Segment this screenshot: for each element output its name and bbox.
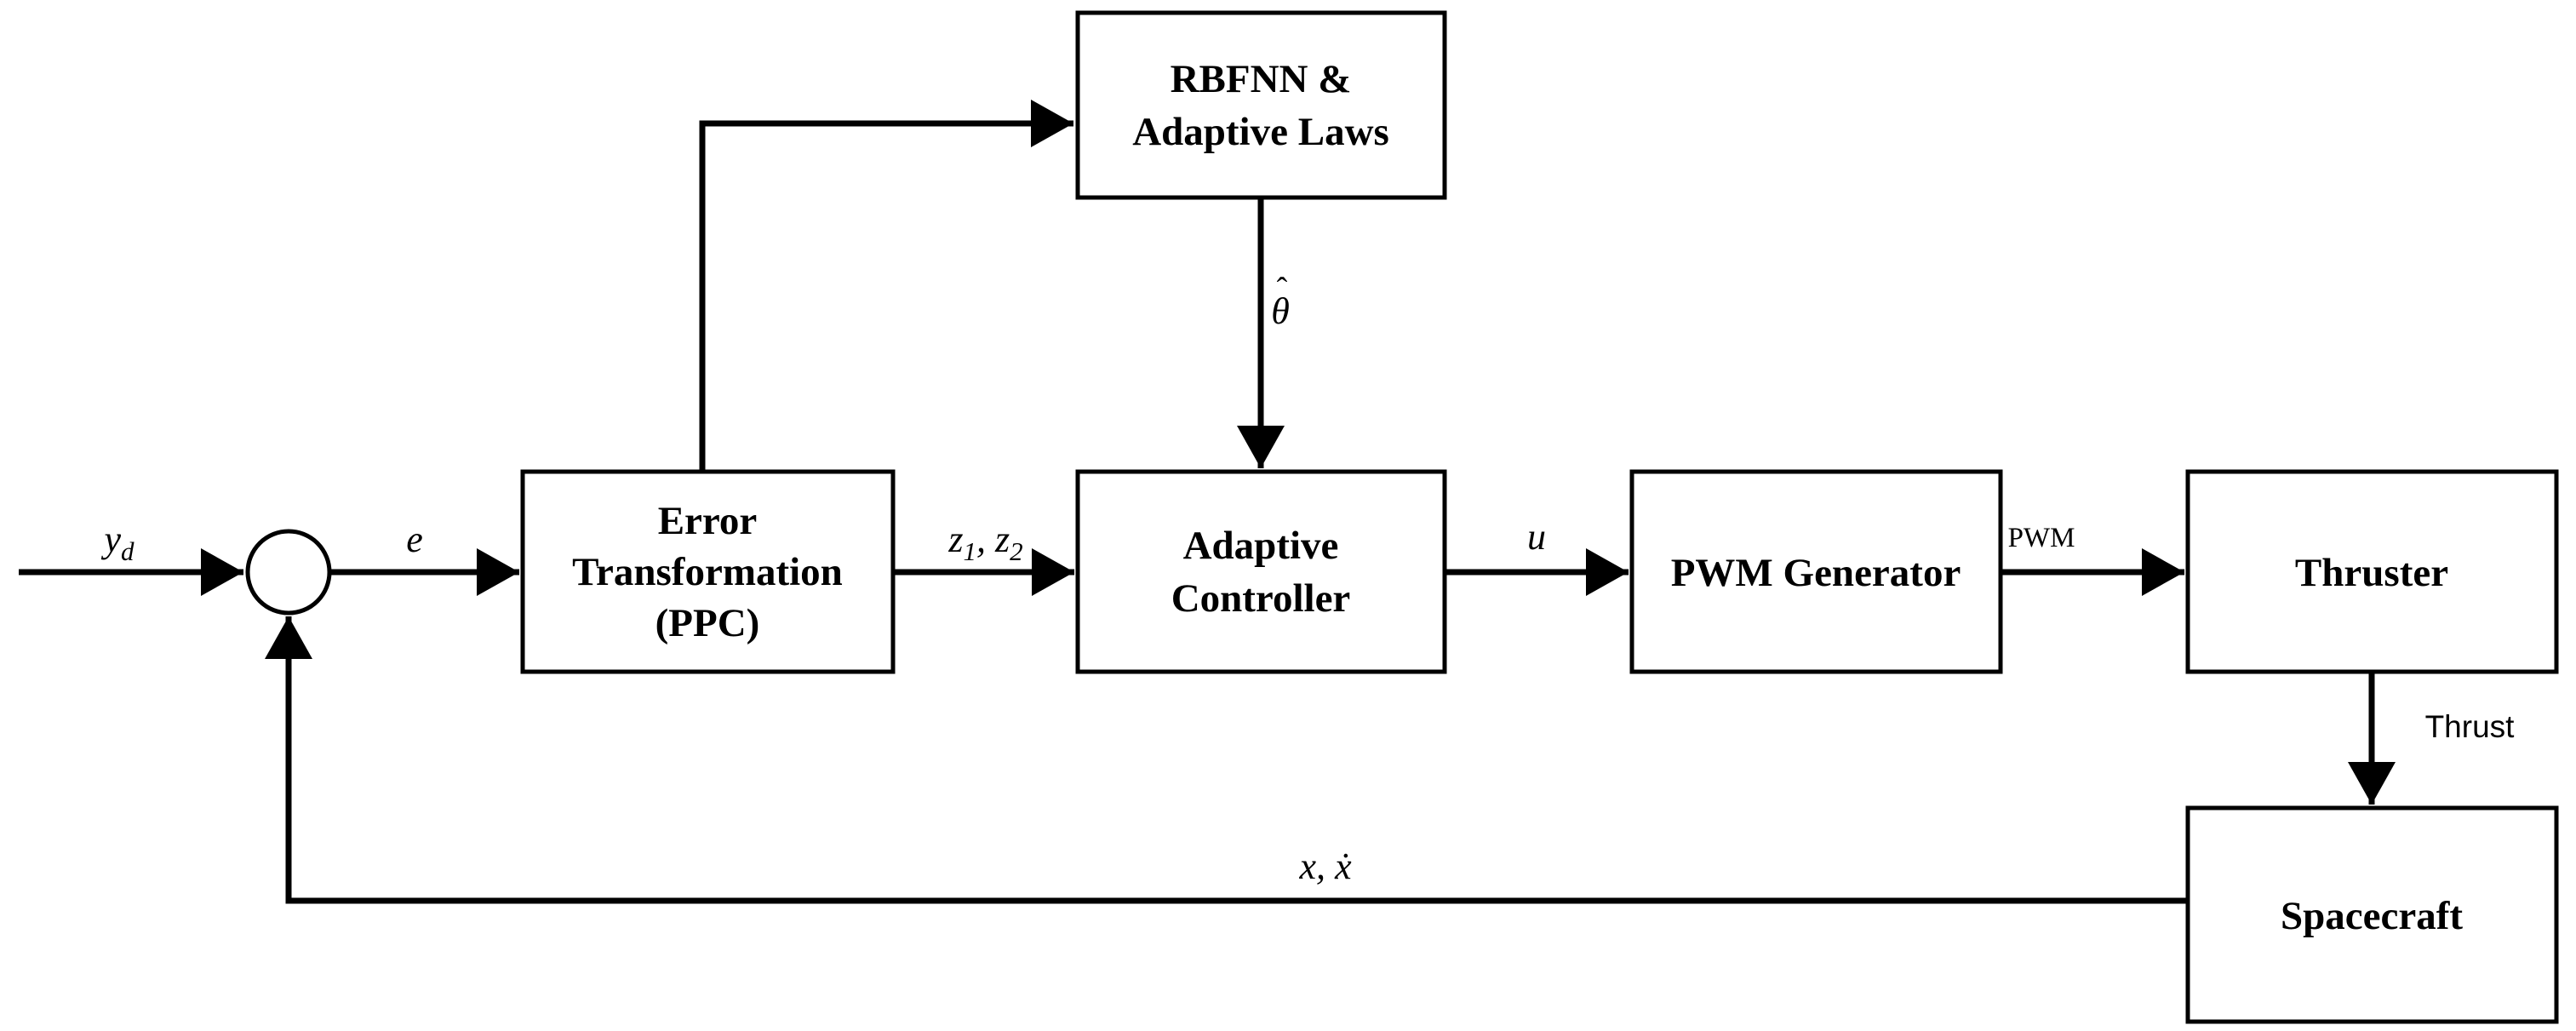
rbfnn-label-line1: RBFNN & — [1171, 57, 1352, 101]
error-transformation-label-line1: Error — [658, 499, 758, 543]
feedback-arrow — [265, 616, 2188, 904]
summing-junction — [245, 529, 332, 616]
error-signal-label: e — [406, 518, 423, 560]
z-signals-label: z1, z2 — [947, 518, 1022, 566]
error-transformation-label-line3: (PPC) — [655, 601, 760, 645]
spacecraft-label: Spacecraft — [2281, 894, 2463, 938]
theta-signal-label: θ — [1271, 290, 1290, 332]
state-feedback-label: x, ẋ — [1298, 845, 1352, 887]
theta-hat-accent: ˆ — [1277, 272, 1288, 307]
adaptive-controller-label-line1: Adaptive — [1183, 524, 1339, 568]
rbfnn-label-line2: Adaptive Laws — [1132, 110, 1389, 154]
adaptive-controller-block — [1075, 469, 1447, 674]
rbfnn-block — [1075, 10, 1447, 200]
thrust-signal-label: Thrust — [2425, 709, 2516, 744]
thruster-block — [2185, 469, 2559, 674]
control-signal-label: u — [1527, 516, 1546, 558]
spacecraft-block — [2185, 805, 2559, 1024]
branch-to-rbfnn-arrow — [699, 100, 1073, 472]
error-transformation-block — [520, 469, 896, 674]
pwm-signal-label: PWM — [2008, 523, 2075, 553]
pwm-generator-block — [1629, 469, 2003, 674]
pwm-generator-label: PWM Generator — [1671, 551, 1961, 595]
error-transformation-label-line2: Transformation — [572, 550, 843, 594]
thruster-label: Thruster — [2295, 551, 2448, 595]
reference-signal-label: yd — [100, 518, 135, 566]
adaptive-controller-label-line2: Controller — [1171, 576, 1351, 621]
